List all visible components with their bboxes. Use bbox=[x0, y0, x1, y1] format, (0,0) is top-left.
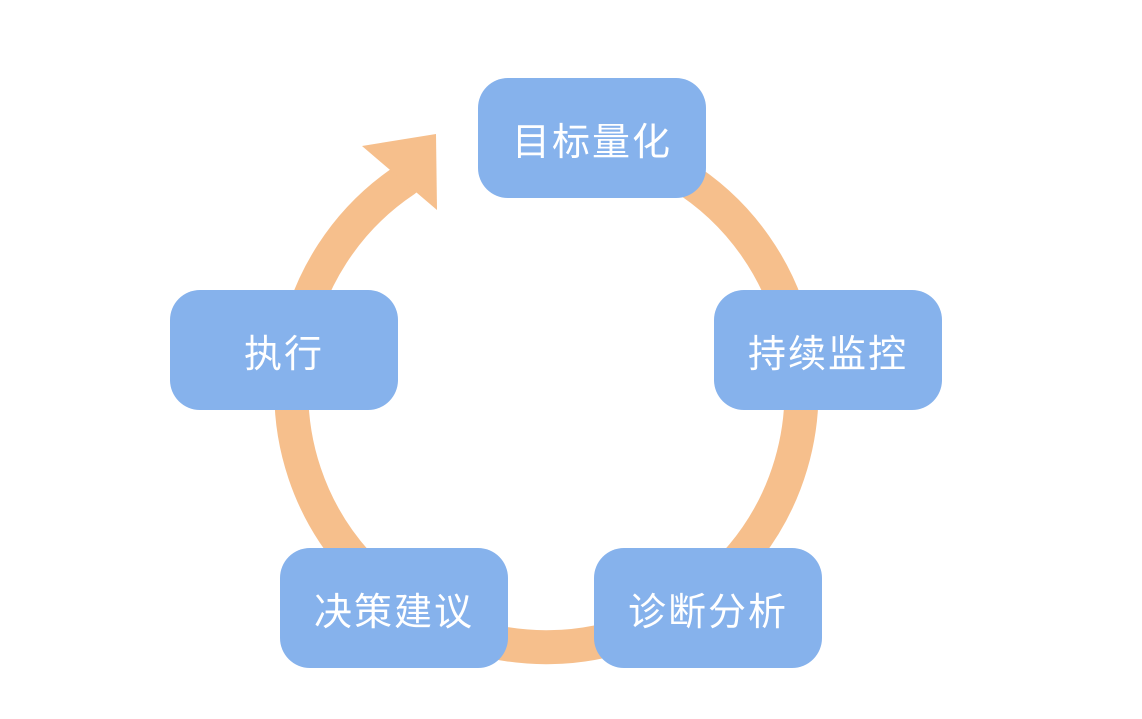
step-label: 持续监控 bbox=[747, 331, 908, 376]
step-goal-quantify: 目标量化 bbox=[478, 78, 706, 198]
step-label: 诊断分析 bbox=[627, 589, 788, 634]
step-decision-advice: 决策建议 bbox=[280, 548, 508, 668]
step-execute: 执行 bbox=[170, 290, 398, 410]
step-diagnostic-analysis: 诊断分析 bbox=[594, 548, 822, 668]
step-label: 执行 bbox=[243, 331, 324, 376]
step-continuous-monitoring: 持续监控 bbox=[714, 290, 942, 410]
step-label: 目标量化 bbox=[511, 119, 672, 164]
cycle-arrowhead bbox=[362, 134, 437, 210]
step-label: 决策建议 bbox=[313, 589, 474, 634]
